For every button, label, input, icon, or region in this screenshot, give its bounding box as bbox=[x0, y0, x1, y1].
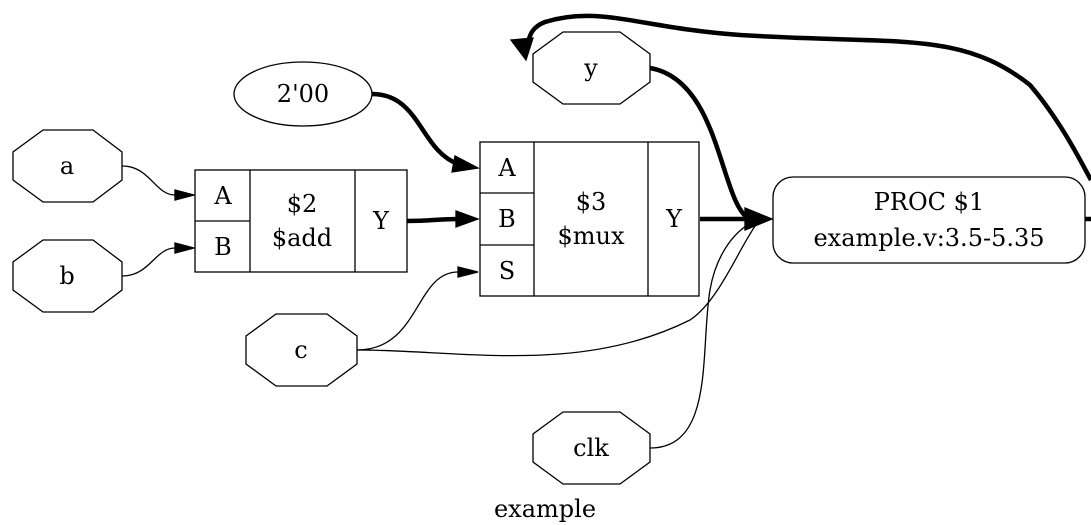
add-pin-y: Y bbox=[372, 207, 390, 235]
process-source: example.v:3.5-5.35 bbox=[813, 224, 1044, 252]
mux-cell: A B S $3 $mux Y bbox=[479, 141, 700, 297]
arrow-add-a bbox=[174, 189, 197, 201]
wire-c-to-mux-s bbox=[356, 271, 459, 351]
port-clk: clk bbox=[532, 411, 651, 485]
port-y-shape bbox=[532, 31, 651, 105]
mux-pin-b: B bbox=[498, 205, 516, 233]
bus-add-y-to-mux-b bbox=[406, 216, 459, 224]
process-frame bbox=[772, 176, 1086, 264]
arrow-mux-a bbox=[451, 155, 481, 173]
port-y: y bbox=[532, 31, 651, 105]
add-cell: A B $2 $add Y bbox=[194, 169, 408, 273]
bus-proc-to-y bbox=[525, 13, 1091, 182]
mux-pin-a: A bbox=[497, 154, 516, 182]
arrow-add-b bbox=[174, 242, 197, 254]
port-y-label: y bbox=[583, 54, 598, 82]
bus-y-to-proc bbox=[649, 65, 750, 220]
mux-cell-type: $mux bbox=[557, 222, 624, 250]
process-name: PROC $1 bbox=[874, 188, 984, 216]
add-pin-b: B bbox=[214, 233, 232, 261]
mux-cell-id: $3 bbox=[576, 188, 607, 216]
mux-cell-frame bbox=[479, 141, 700, 297]
constant-label: 2'00 bbox=[277, 80, 329, 108]
wire-b-to-add-b bbox=[121, 247, 176, 277]
port-a-label: a bbox=[60, 152, 74, 180]
arrow-y-input bbox=[509, 37, 534, 62]
port-b-label: b bbox=[59, 262, 74, 290]
arrow-proc-input bbox=[744, 207, 774, 231]
port-a-shape bbox=[12, 129, 123, 203]
port-clk-shape bbox=[532, 411, 651, 485]
mux-pin-y: Y bbox=[665, 205, 683, 233]
constant-node: 2'00 bbox=[233, 61, 373, 127]
port-b: b bbox=[12, 239, 123, 313]
arrow-mux-s bbox=[457, 266, 479, 278]
diagram-title: example bbox=[494, 495, 596, 523]
add-cell-id: $2 bbox=[287, 190, 318, 218]
port-c-label: c bbox=[294, 336, 307, 364]
port-b-shape bbox=[12, 239, 123, 313]
bus-const-to-mux-a bbox=[371, 91, 459, 167]
wire-c-to-proc bbox=[356, 221, 759, 357]
port-c-shape bbox=[245, 313, 358, 387]
wire-a-to-add-a bbox=[121, 165, 176, 196]
port-c: c bbox=[245, 313, 358, 387]
mux-pin-s: S bbox=[499, 257, 515, 285]
process-node: PROC $1 example.v:3.5-5.35 bbox=[772, 176, 1086, 264]
constant-shape bbox=[233, 61, 373, 127]
wire-clk-to-proc bbox=[649, 219, 759, 449]
port-a: a bbox=[12, 129, 123, 203]
add-cell-type: $add bbox=[272, 224, 332, 252]
arrow-mux-b bbox=[455, 210, 480, 228]
port-clk-label: clk bbox=[573, 434, 609, 462]
add-pin-a: A bbox=[213, 182, 232, 210]
